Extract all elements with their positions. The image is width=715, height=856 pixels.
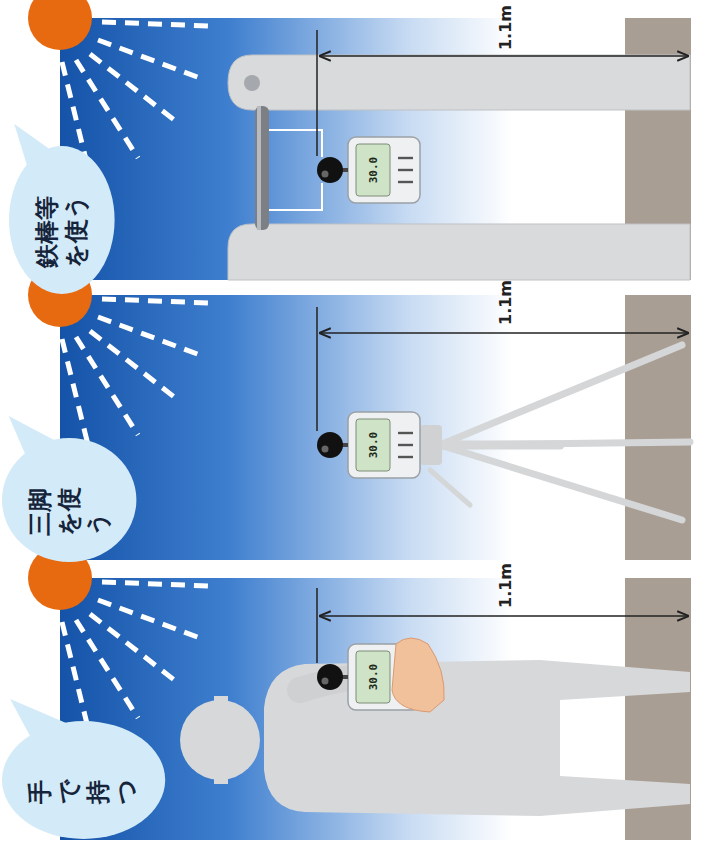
bubble-text: 手で持つ (26, 756, 141, 804)
speech-bubble: 手で持つ (2, 721, 165, 839)
display-reading: 30.0 (367, 432, 380, 459)
dimension-label: 1.1m (496, 278, 515, 327)
speech-bubble: 三脚を使う (2, 438, 136, 562)
bar-panel (28, 0, 691, 280)
speech-bubble: 鉄棒等を使う (9, 146, 115, 294)
display-reading: 30.0 (367, 664, 380, 691)
bubble-text: 三脚を使う (26, 464, 112, 536)
dimension-label: 1.1m (496, 3, 515, 52)
dimension-label: 1.1m (496, 561, 515, 610)
display-reading: 30.0 (367, 157, 380, 184)
bubble-text: 鉄棒等を使う (33, 172, 91, 268)
